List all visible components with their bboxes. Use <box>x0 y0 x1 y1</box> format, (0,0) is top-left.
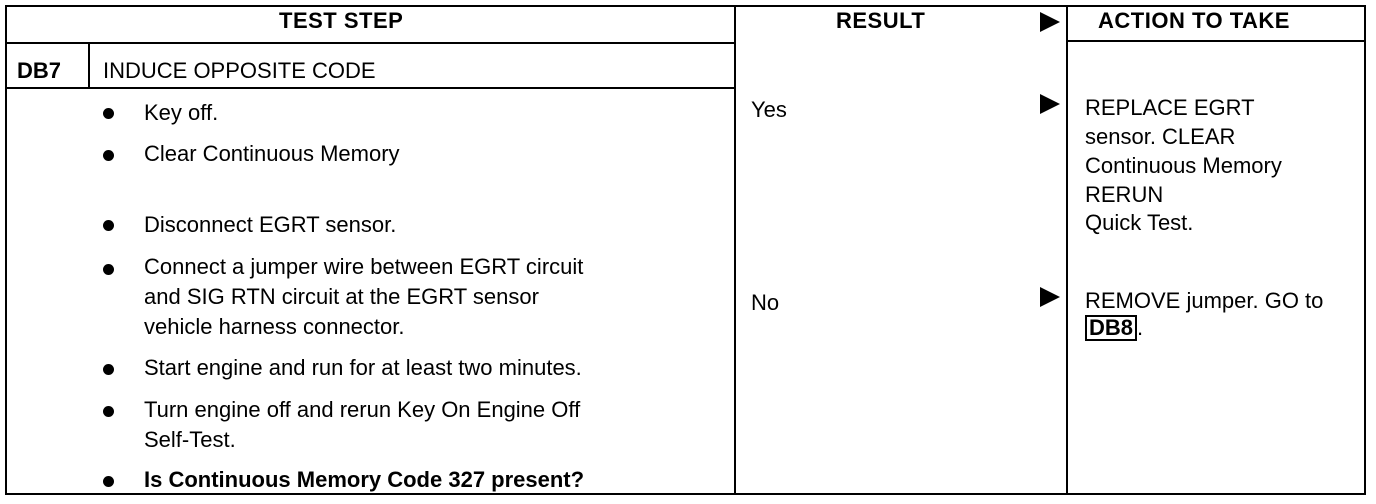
instruction-line: and SIG RTN circuit at the EGRT sensor <box>144 284 539 309</box>
instruction-line: Start engine and run for at least two mi… <box>144 355 582 380</box>
action-suffix: . <box>1137 315 1144 340</box>
instruction-line: Turn engine off and rerun Key On Engine … <box>144 397 581 422</box>
instruction-line: Self-Test. <box>144 427 236 452</box>
bullet-icon <box>103 220 114 231</box>
step-id: DB7 <box>17 58 62 83</box>
divider-result-column <box>734 5 736 495</box>
result-yes-arrow-icon <box>1040 94 1060 114</box>
instruction-line: Clear Continuous Memory <box>144 141 400 166</box>
action-line: Continuous Memory <box>1085 153 1282 178</box>
bullet-icon <box>103 264 114 275</box>
procedure-table <box>5 5 1366 495</box>
action-line: sensor. CLEAR <box>1085 124 1236 149</box>
instruction-line: Key off. <box>144 100 219 125</box>
bullet-icon <box>103 476 114 487</box>
instruction-line: Connect a jumper wire between EGRT circu… <box>144 254 584 279</box>
step-title: INDUCE OPPOSITE CODE <box>103 58 376 83</box>
step-id-divider <box>88 42 90 89</box>
result-no-arrow-icon <box>1040 287 1060 307</box>
header-arrow-icon <box>1040 12 1060 32</box>
bullet-icon <box>103 364 114 375</box>
action-line: Quick Test. <box>1085 210 1194 235</box>
header-result: RESULT <box>836 8 926 33</box>
action-line: REPLACE EGRT <box>1085 95 1255 120</box>
header-rule <box>5 42 736 44</box>
divider-action-column <box>1066 5 1068 495</box>
result-yes: Yes <box>751 97 787 122</box>
action-line: REMOVE jumper. GO to <box>1085 288 1324 313</box>
bullet-icon <box>103 108 114 119</box>
bullet-icon <box>103 150 114 161</box>
instruction-line: vehicle harness connector. <box>144 314 405 339</box>
step-reference-link[interactable]: DB8 <box>1085 315 1138 341</box>
bullet-icon <box>103 406 114 417</box>
instruction-line: Disconnect EGRT sensor. <box>144 212 397 237</box>
action-line: DB8. <box>1085 313 1143 342</box>
header-rule-action <box>1066 40 1366 42</box>
header-test-step: TEST STEP <box>279 8 404 33</box>
step-title-rule <box>5 87 736 89</box>
action-line: RERUN <box>1085 182 1164 207</box>
result-no: No <box>751 290 780 315</box>
instruction-question: Is Continuous Memory Code 327 present? <box>144 467 585 492</box>
header-action: ACTION TO TAKE <box>1098 8 1290 33</box>
